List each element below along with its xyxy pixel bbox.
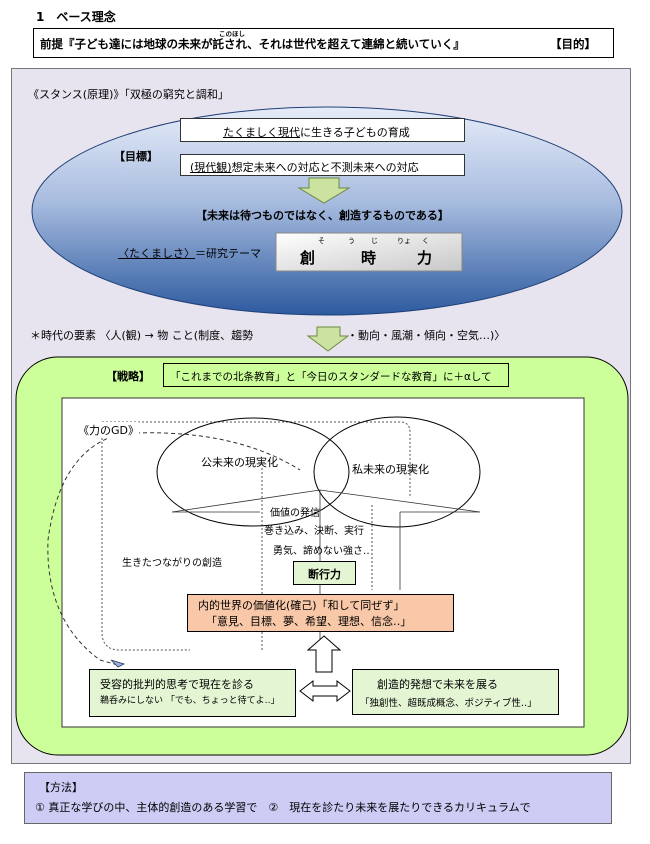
- value-line-3: 勇気、諦めない強さ‥: [273, 546, 370, 557]
- vertical-arrow-icon: [306, 635, 342, 673]
- theme-left: 〈たくましさ〉＝研究テーマ: [118, 245, 261, 261]
- theme-ruby-5: く: [422, 237, 429, 245]
- goal-top-box: たくましく現代に生きる子どもの育成: [180, 118, 465, 142]
- goal-top-rest: に生きる子どもの育成: [300, 126, 410, 139]
- theme-ruby-2: う: [348, 237, 355, 245]
- strategy-label: 【戦略】: [106, 370, 150, 383]
- down-arrow-icon: [297, 177, 351, 204]
- value-line-1: 価値の発信: [270, 508, 320, 519]
- private-future-label: 私未来の現実化: [352, 463, 429, 476]
- inner-line-2: 「意見、目標、夢、希望、理想、信念‥」: [206, 615, 412, 628]
- critical-title: 受容的批判的思考で現在を診る: [100, 678, 254, 691]
- strategy-text: 「これまでの北条教育」と「今日のスタンダードな教育」に＋αして: [170, 371, 492, 383]
- theme-char-3: 力: [417, 249, 433, 267]
- public-future-label: 公未来の現実化: [201, 456, 278, 469]
- method-text: ① 真正な学びの中、主体的創造のある学習で ② 現在を診たり未来を展たりできるカ…: [35, 801, 531, 814]
- theme-box: [275, 232, 463, 272]
- decisiveness-label: 断行力: [308, 568, 341, 581]
- premise-box: このほし 前提『子ども達には地球の未来が託され、それは世代を超えて連綿と続いてい…: [33, 28, 614, 58]
- goal-sub-rest: 想定未来への対応と不測未来への対応: [231, 161, 419, 174]
- theme-left-rest: ＝研究テーマ: [195, 247, 261, 260]
- theme-ruby-1: そ: [318, 237, 325, 245]
- diagram-title: 《力のGD》: [78, 422, 139, 438]
- down-arrow-icon: [306, 326, 350, 352]
- premise-text: 前提『子ども達には地球の未来が託され、それは世代を超えて連綿と続いていく』: [40, 37, 465, 51]
- goal-sub-underlined: (現代観): [190, 161, 232, 174]
- premise-tag: 【目的】: [550, 37, 596, 51]
- premise-ruby: このほし: [219, 30, 245, 38]
- critical-sub: 鵜呑みにしない 「でも、ちょっと待てよ‥」: [100, 696, 280, 706]
- living-connection-label: 生きたつながりの創造: [122, 558, 222, 569]
- dashed-loop: [47, 433, 121, 666]
- small-arrow-icon: [110, 659, 126, 668]
- critical-thinking-box: 受容的批判的思考で現在を診る 鵜呑みにしない 「でも、ちょっと待てよ‥」: [89, 669, 296, 717]
- stance-text: 《スタンス(原理)》「双極の窮究と調和」: [28, 88, 229, 101]
- inner-line-1: 内的世界の価値化(確己)「和して同ぜず」: [198, 599, 405, 612]
- method-label: 【方法】: [39, 781, 83, 794]
- theme-char-1: 創: [300, 249, 316, 267]
- theme-left-underlined: 〈たくましさ〉: [118, 247, 195, 260]
- goal-ellipse: [31, 106, 623, 316]
- theme-ruby-3: じ: [371, 237, 378, 245]
- theme-char-2: 時: [361, 249, 377, 267]
- theme-ruby-4: りょ: [397, 237, 411, 245]
- strategy-box: 「これまでの北条教育」と「今日のスタンダードな教育」に＋αして: [163, 363, 509, 387]
- goal-label: 【目標】: [114, 150, 158, 163]
- elements-line: ＊時代の要素 〈人(観) → 物 こと(制度、趨勢: [30, 329, 254, 342]
- goal-sub-box: (現代観)想定未来への対応と不測未来への対応: [180, 154, 465, 176]
- double-arrow-icon: [299, 679, 351, 703]
- decisiveness-box: 断行力: [293, 561, 356, 585]
- goal-top-underlined: たくましく現代: [223, 126, 300, 139]
- value-line-2: 巻き込み、決断、実行: [264, 526, 364, 537]
- section-heading: 1 ベース理念: [36, 10, 116, 24]
- creative-sub: 「独創性、超既成概念、ポジティブ性‥」: [360, 698, 537, 709]
- method-panel: 【方法】 ① 真正な学びの中、主体的創造のある学習で ② 現在を診たり未来を展た…: [24, 772, 612, 824]
- public-future-ellipse: [156, 417, 350, 527]
- goal-statement: 【未来は待つものではなく、創造するものである】: [196, 209, 449, 222]
- private-future-ellipse: [313, 416, 481, 528]
- elements-line-end: ・動向・風潮・傾向・空気…)〉: [347, 329, 506, 342]
- creative-thinking-box: 創造的発想で未来を展る 「独創性、超既成概念、ポジティブ性‥」: [352, 669, 559, 715]
- creative-title: 創造的発想で未来を展る: [377, 678, 498, 691]
- inner-world-box: 内的世界の価値化(確己)「和して同ぜず」 「意見、目標、夢、希望、理想、信念‥」: [187, 594, 454, 632]
